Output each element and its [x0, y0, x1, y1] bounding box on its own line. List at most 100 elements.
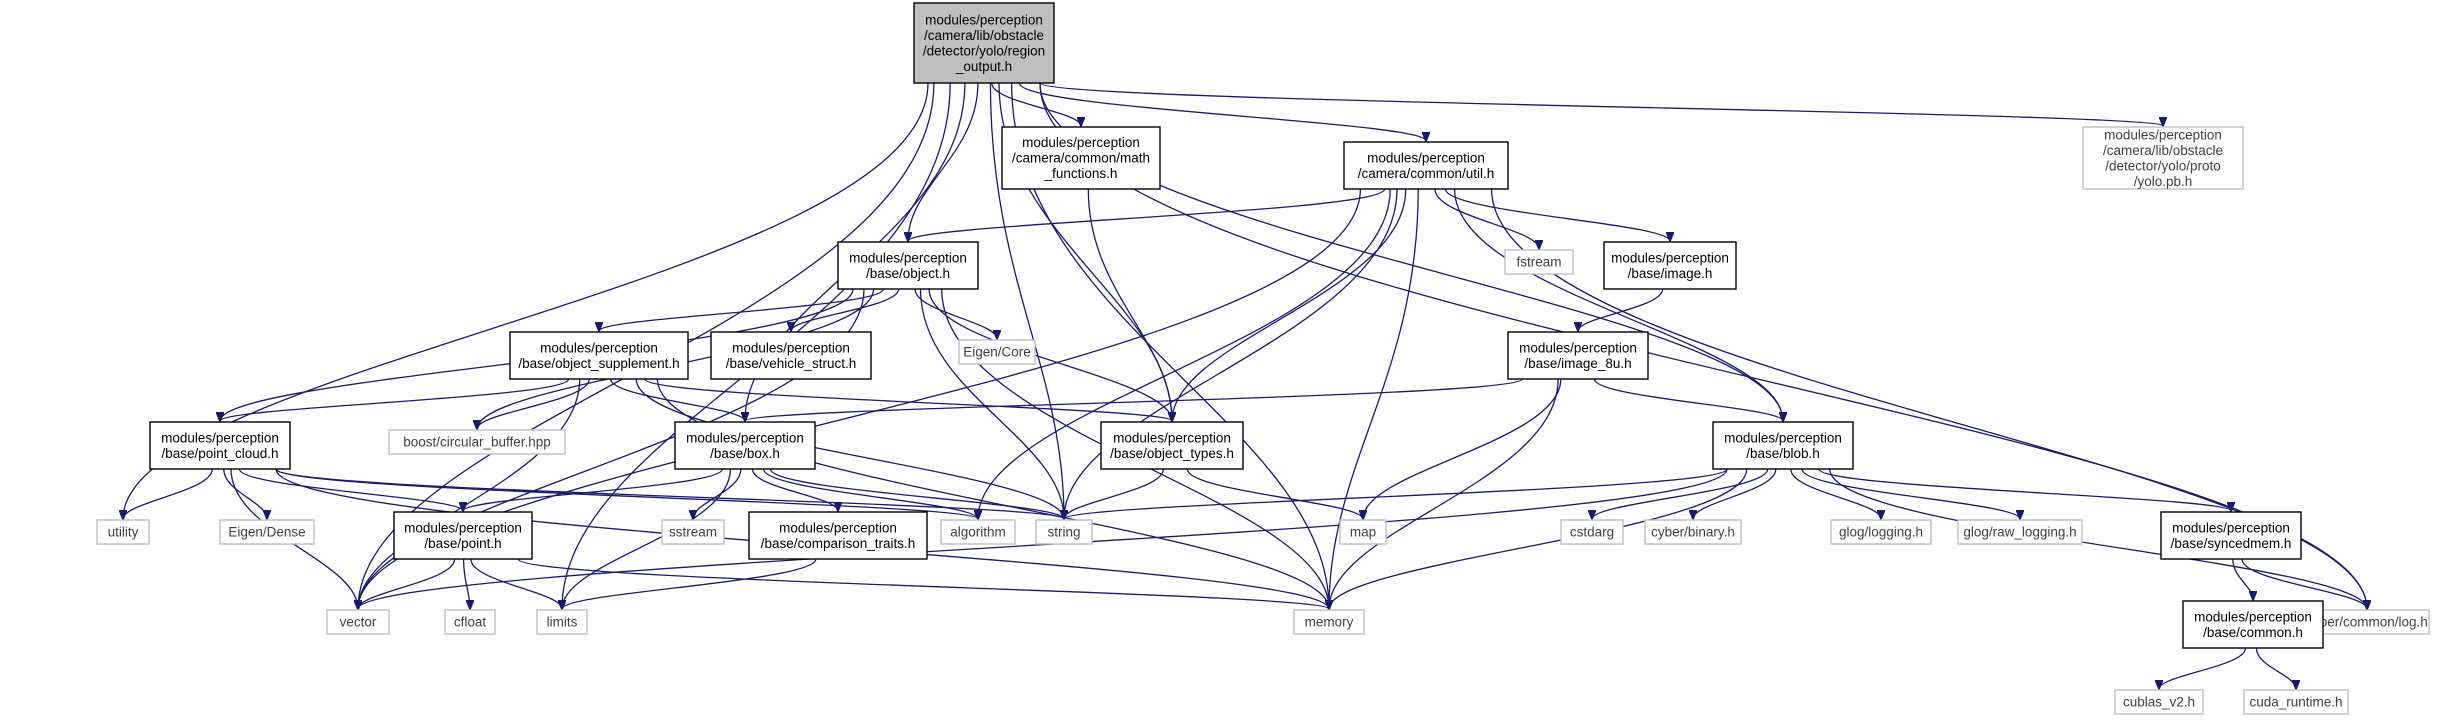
edge-image-8u-to-box [745, 378, 1523, 421]
edge-point-cloud-to-eigen-dense [223, 468, 267, 519]
edge-object-supplement-to-boost-cb [477, 378, 590, 429]
node-label-line: /camera/lib/obstacle [2103, 143, 2223, 158]
edge-comparison-traits-to-limits [562, 558, 817, 609]
node-map: map [1339, 519, 1387, 545]
edge-object-supplement-to-vector [358, 378, 581, 609]
node-label-line: modules/perception [1519, 340, 1637, 355]
node-label-line: modules/perception [779, 520, 897, 535]
nodes-layer: modules/perception/camera/lib/obstacle/d… [96, 2, 2430, 715]
node-label-line: cstdarg [1570, 525, 1614, 540]
node-label-line: modules/perception [1611, 250, 1729, 265]
node-box [674, 421, 816, 470]
node-fstream: fstream [1504, 249, 1574, 275]
node-label-line: _functions.h [1044, 166, 1118, 181]
node-box [940, 519, 1016, 545]
node-memory: memory [1293, 609, 1365, 635]
edge-object-supplement-to-point-cloud [220, 378, 570, 421]
node-label-line: string [1047, 525, 1080, 540]
node-box[interactable]: modules/perception/base/box.h [674, 421, 816, 470]
edge-object-to-object-types [928, 288, 1172, 421]
node-label-line: /base/blob.h [1746, 446, 1820, 461]
node-box [393, 511, 533, 560]
node-label-line: modules/perception [540, 340, 658, 355]
node-blob[interactable]: modules/perception/base/blob.h [1712, 421, 1854, 470]
node-image[interactable]: modules/perception/base/image.h [1603, 241, 1737, 290]
node-label-line: modules/perception [2194, 609, 2312, 624]
node-root[interactable]: modules/perception/camera/lib/obstacle/d… [913, 2, 1055, 84]
node-object-types[interactable]: modules/perception/base/object_types.h [1100, 421, 1244, 470]
node-point-cloud[interactable]: modules/perception/base/point_cloud.h [149, 421, 291, 470]
node-label-line: utility [108, 525, 139, 540]
node-label-line: /detector/yolo/proto [2105, 158, 2221, 173]
node-object[interactable]: modules/perception/base/object.h [837, 241, 979, 290]
node-label-line: /base/point.h [424, 536, 501, 551]
node-box [219, 519, 315, 545]
node-syncedmem[interactable]: modules/perception/base/syncedmem.h [2160, 511, 2302, 560]
edge-util-to-object-types [1172, 188, 1407, 421]
edge-point-to-vector [358, 558, 456, 609]
node-label-line: modules/perception [2104, 127, 2222, 142]
node-box [1560, 519, 1624, 545]
node-box [1504, 249, 1574, 275]
node-vector: vector [326, 609, 390, 635]
node-label-line: /base/object_supplement.h [518, 356, 679, 371]
node-object-supplement[interactable]: modules/perception/base/object_supplemen… [509, 331, 689, 380]
node-box [2082, 126, 2244, 190]
node-box [1603, 241, 1737, 290]
edge-util-to-algorithm [978, 188, 1391, 519]
node-label-line: limits [547, 615, 578, 630]
edge-image-8u-to-blob [1593, 378, 1783, 421]
node-label-line: /camera/common/util.h [1358, 166, 1495, 181]
node-label-line: modules/perception [1724, 430, 1842, 445]
edge-point-cloud-to-point [238, 468, 463, 511]
node-limits: limits [536, 609, 588, 635]
edge-image-8u-to-memory [1329, 378, 1559, 609]
edge-object-supplement-to-box [610, 378, 745, 421]
node-cublas: cublas_v2.h [2114, 689, 2204, 715]
node-image-8u[interactable]: modules/perception/base/image_8u.h [1507, 331, 1649, 380]
node-vehicle-struct[interactable]: modules/perception/base/vehicle_struct.h [710, 331, 872, 380]
node-label-line: /base/box.h [710, 446, 780, 461]
node-comparison-traits[interactable]: modules/perception/base/comparison_trait… [748, 511, 928, 560]
node-label-line: map [1350, 525, 1376, 540]
node-cstdarg: cstdarg [1560, 519, 1624, 545]
node-yolo-pb: modules/perception/camera/lib/obstacle/d… [2082, 126, 2244, 190]
node-common[interactable]: modules/perception/base/common.h [2182, 600, 2324, 649]
node-util[interactable]: modules/perception/camera/common/util.h [1343, 141, 1509, 190]
node-box [1507, 331, 1649, 380]
edge-object-to-string [919, 288, 1065, 519]
node-label-line: vector [340, 615, 377, 630]
node-box [2160, 511, 2302, 560]
edge-util-to-string [1064, 188, 1398, 519]
edge-syncedmem-to-cyber-log [2241, 558, 2367, 609]
node-box [1957, 519, 2083, 545]
node-box [1339, 519, 1387, 545]
node-cyber-log: cyber/common/log.h [2304, 609, 2430, 635]
edge-box-to-comparison-traits [751, 468, 838, 511]
edge-blob-to-string [1064, 468, 1728, 519]
edge-syncedmem-to-common [2232, 558, 2253, 600]
node-box [1100, 421, 1244, 470]
edge-util-to-blob [1453, 188, 1783, 421]
node-cuda-runtime: cuda_runtime.h [2243, 689, 2349, 715]
node-label-line: cyber/binary.h [1651, 525, 1735, 540]
edge-blob-to-memory [1329, 468, 1748, 609]
edge-root-to-yolo-pb [1039, 82, 2163, 126]
node-label-line: algorithm [950, 525, 1006, 540]
node-box [1001, 126, 1161, 190]
node-label-line: _output.h [955, 59, 1012, 74]
node-box [1293, 609, 1365, 635]
edge-blob-to-glog-raw-logging [1801, 468, 2020, 519]
node-label-line: cyber/common/log.h [2306, 615, 2428, 630]
node-box [388, 429, 566, 455]
node-label-line: modules/perception [849, 250, 967, 265]
edge-util-to-fstream [1434, 188, 1539, 249]
node-box [536, 609, 588, 635]
node-box [444, 609, 496, 635]
edge-box-to-limits [562, 468, 732, 609]
node-label-line: /base/vehicle_struct.h [726, 356, 857, 371]
node-point[interactable]: modules/perception/base/point.h [393, 511, 533, 560]
node-label-line: glog/logging.h [1839, 525, 1923, 540]
node-math-functions[interactable]: modules/perception/camera/common/math_fu… [1001, 126, 1161, 190]
edge-blob-to-glog-logging [1790, 468, 1881, 519]
